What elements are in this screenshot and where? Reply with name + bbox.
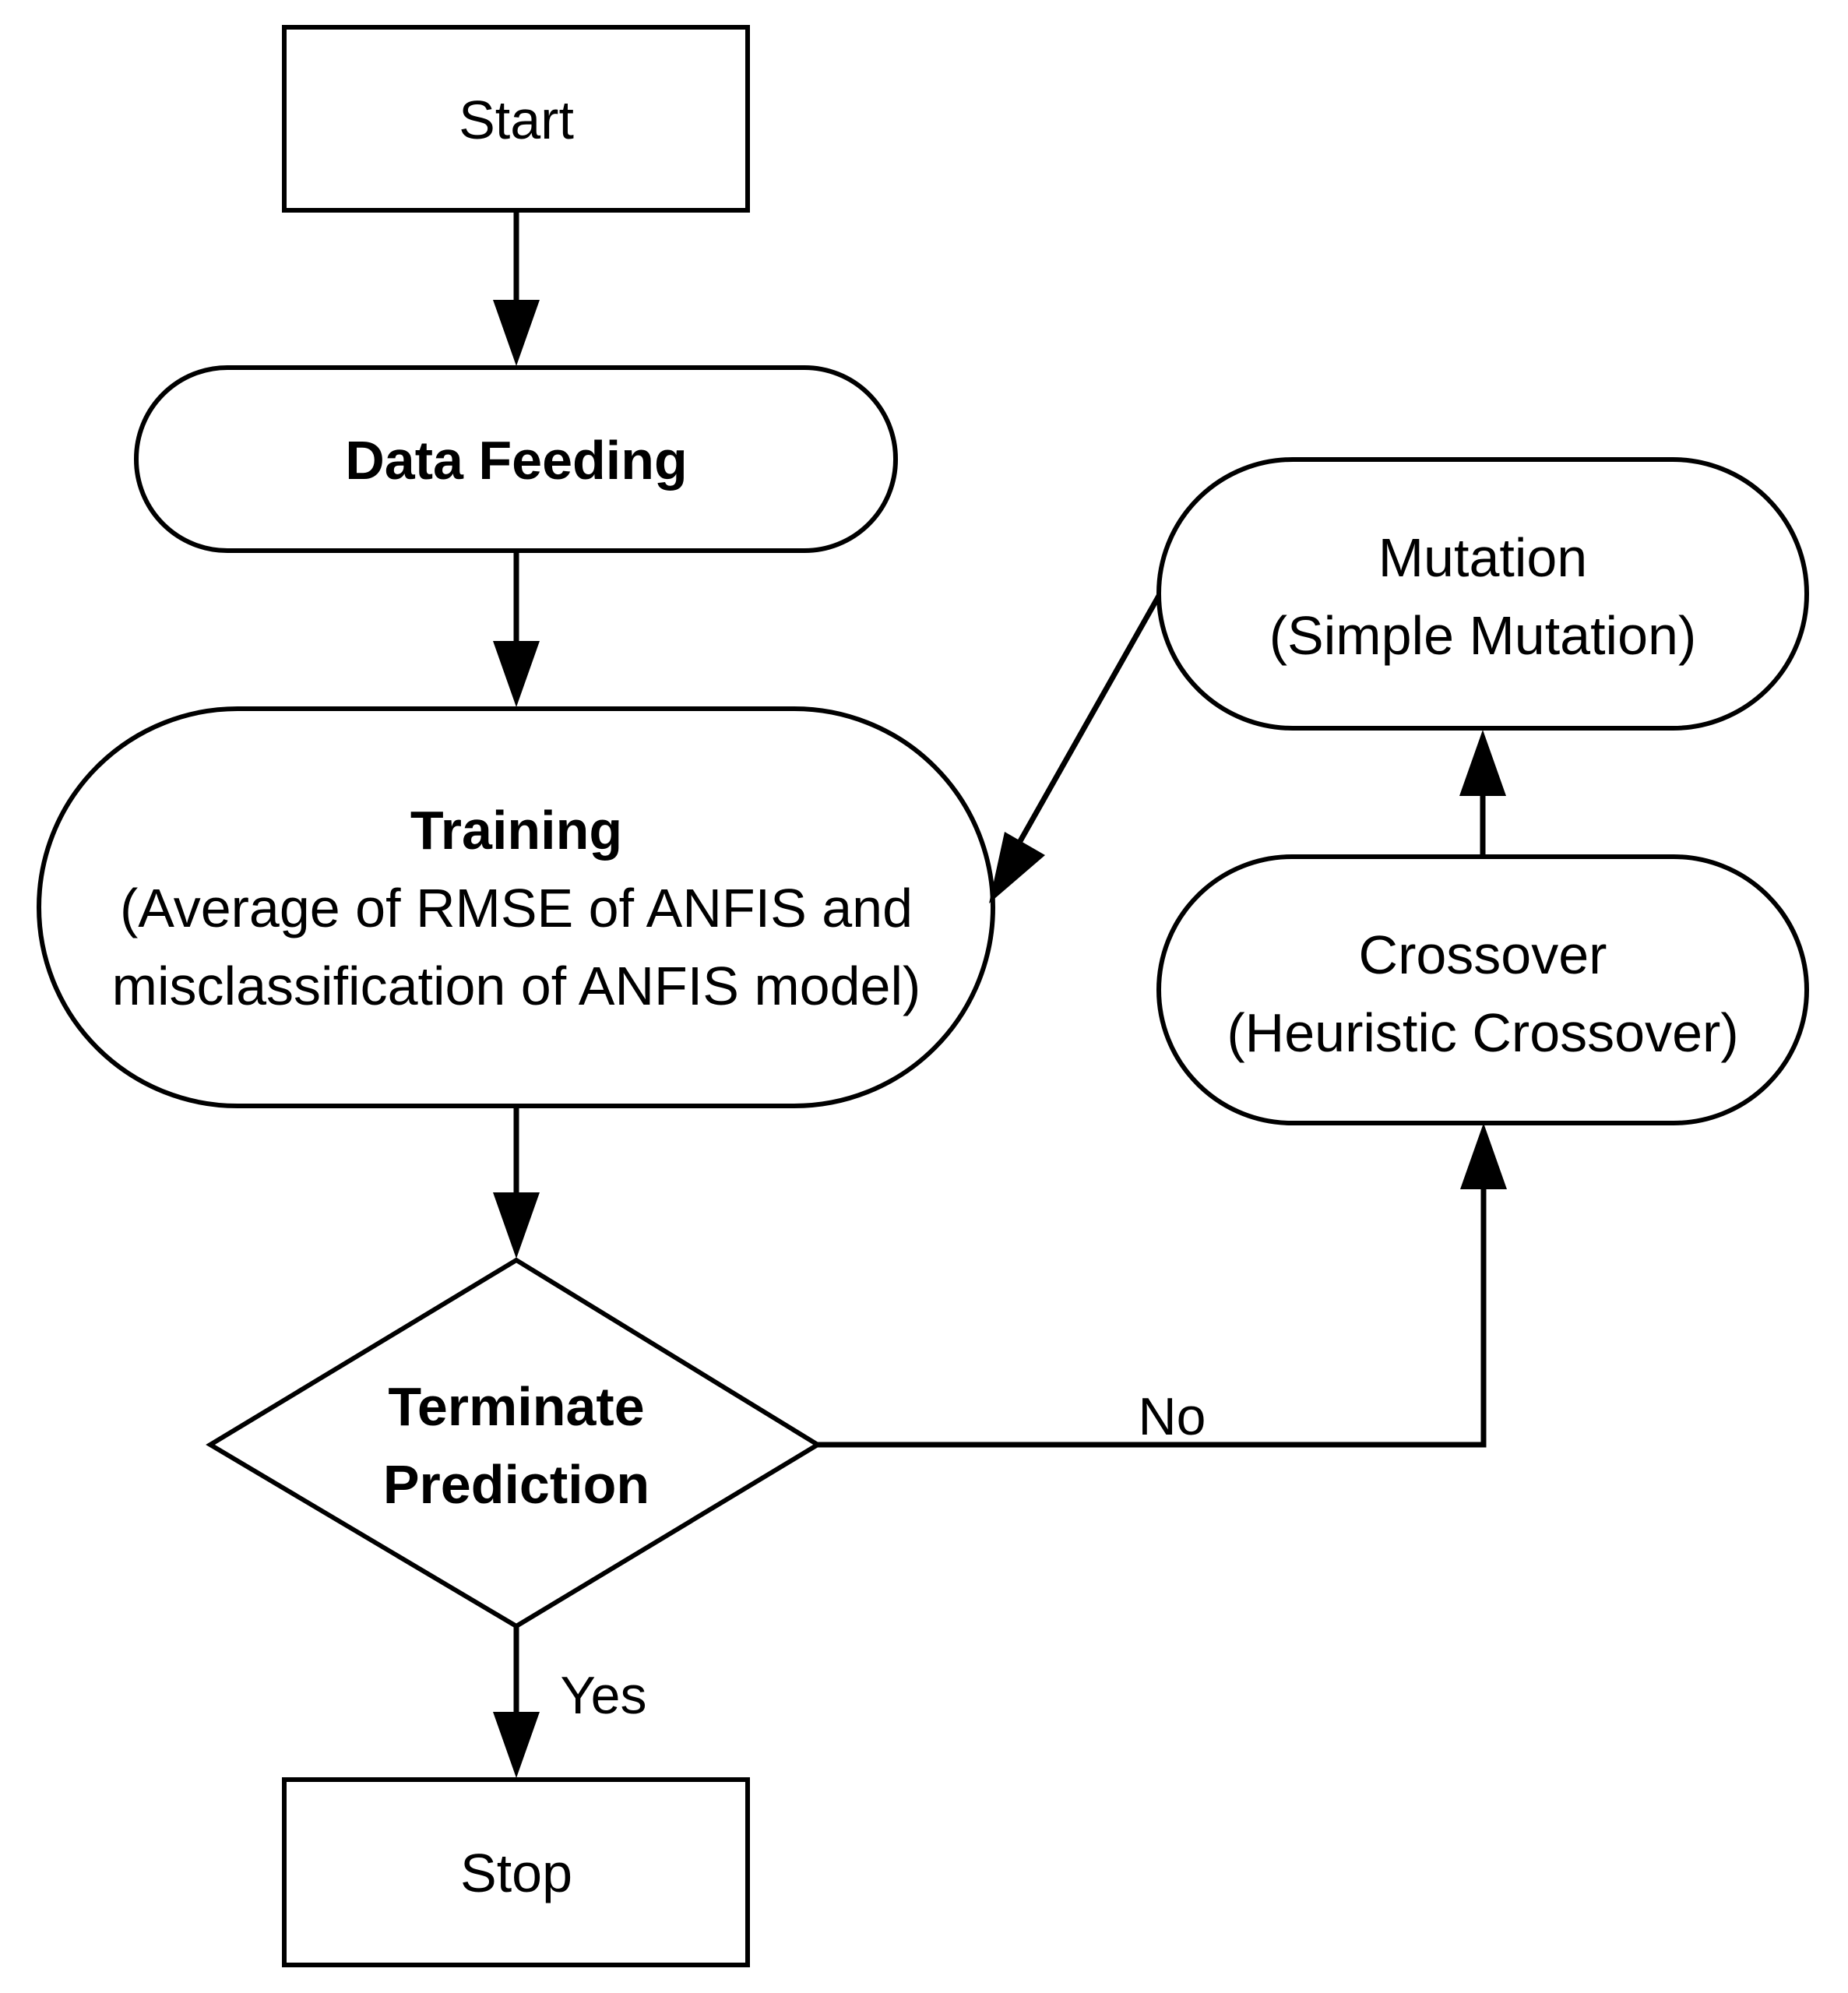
data-feeding-label: Data Feeding <box>345 430 688 491</box>
training-node: Training (Average of RMSE of ANFIS and m… <box>37 706 995 1108</box>
decision-line-1: Terminate <box>388 1376 644 1437</box>
arrow-start-to-data-feeding <box>493 210 540 366</box>
crossover-line-2: (Heuristic Crossover) <box>1227 1002 1738 1063</box>
arrow-data-feeding-to-training <box>493 551 540 707</box>
mutation-line-2: (Simple Mutation) <box>1269 605 1697 666</box>
no-label: No <box>1139 1387 1206 1446</box>
decision-line-2: Prediction <box>383 1454 649 1515</box>
arrow-decision-to-crossover: No <box>818 1123 1507 1448</box>
data-feeding-node: Data Feeding <box>134 365 898 553</box>
mutation-node: Mutation (Simple Mutation) <box>1156 457 1809 731</box>
arrow-mutation-to-training <box>989 594 1162 903</box>
arrow-training-to-decision <box>493 1106 540 1259</box>
training-line-2: misclassification of ANFIS model) <box>112 956 921 1016</box>
terminate-prediction-decision: Terminate Prediction <box>206 1257 822 1629</box>
training-title: Training <box>410 800 622 861</box>
stop-node: Stop <box>282 1777 750 1967</box>
start-label: Start <box>459 90 574 150</box>
start-node: Start <box>282 25 750 213</box>
arrow-crossover-to-mutation <box>1459 730 1506 857</box>
stop-label: Stop <box>460 1843 572 1903</box>
training-line-1: (Average of RMSE of ANFIS and <box>120 878 913 938</box>
crossover-node: Crossover (Heuristic Crossover) <box>1156 854 1809 1125</box>
crossover-line-1: Crossover <box>1359 924 1607 985</box>
arrow-decision-to-stop: Yes <box>493 1626 646 1778</box>
yes-label: Yes <box>561 1666 647 1725</box>
mutation-line-1: Mutation <box>1378 527 1587 588</box>
